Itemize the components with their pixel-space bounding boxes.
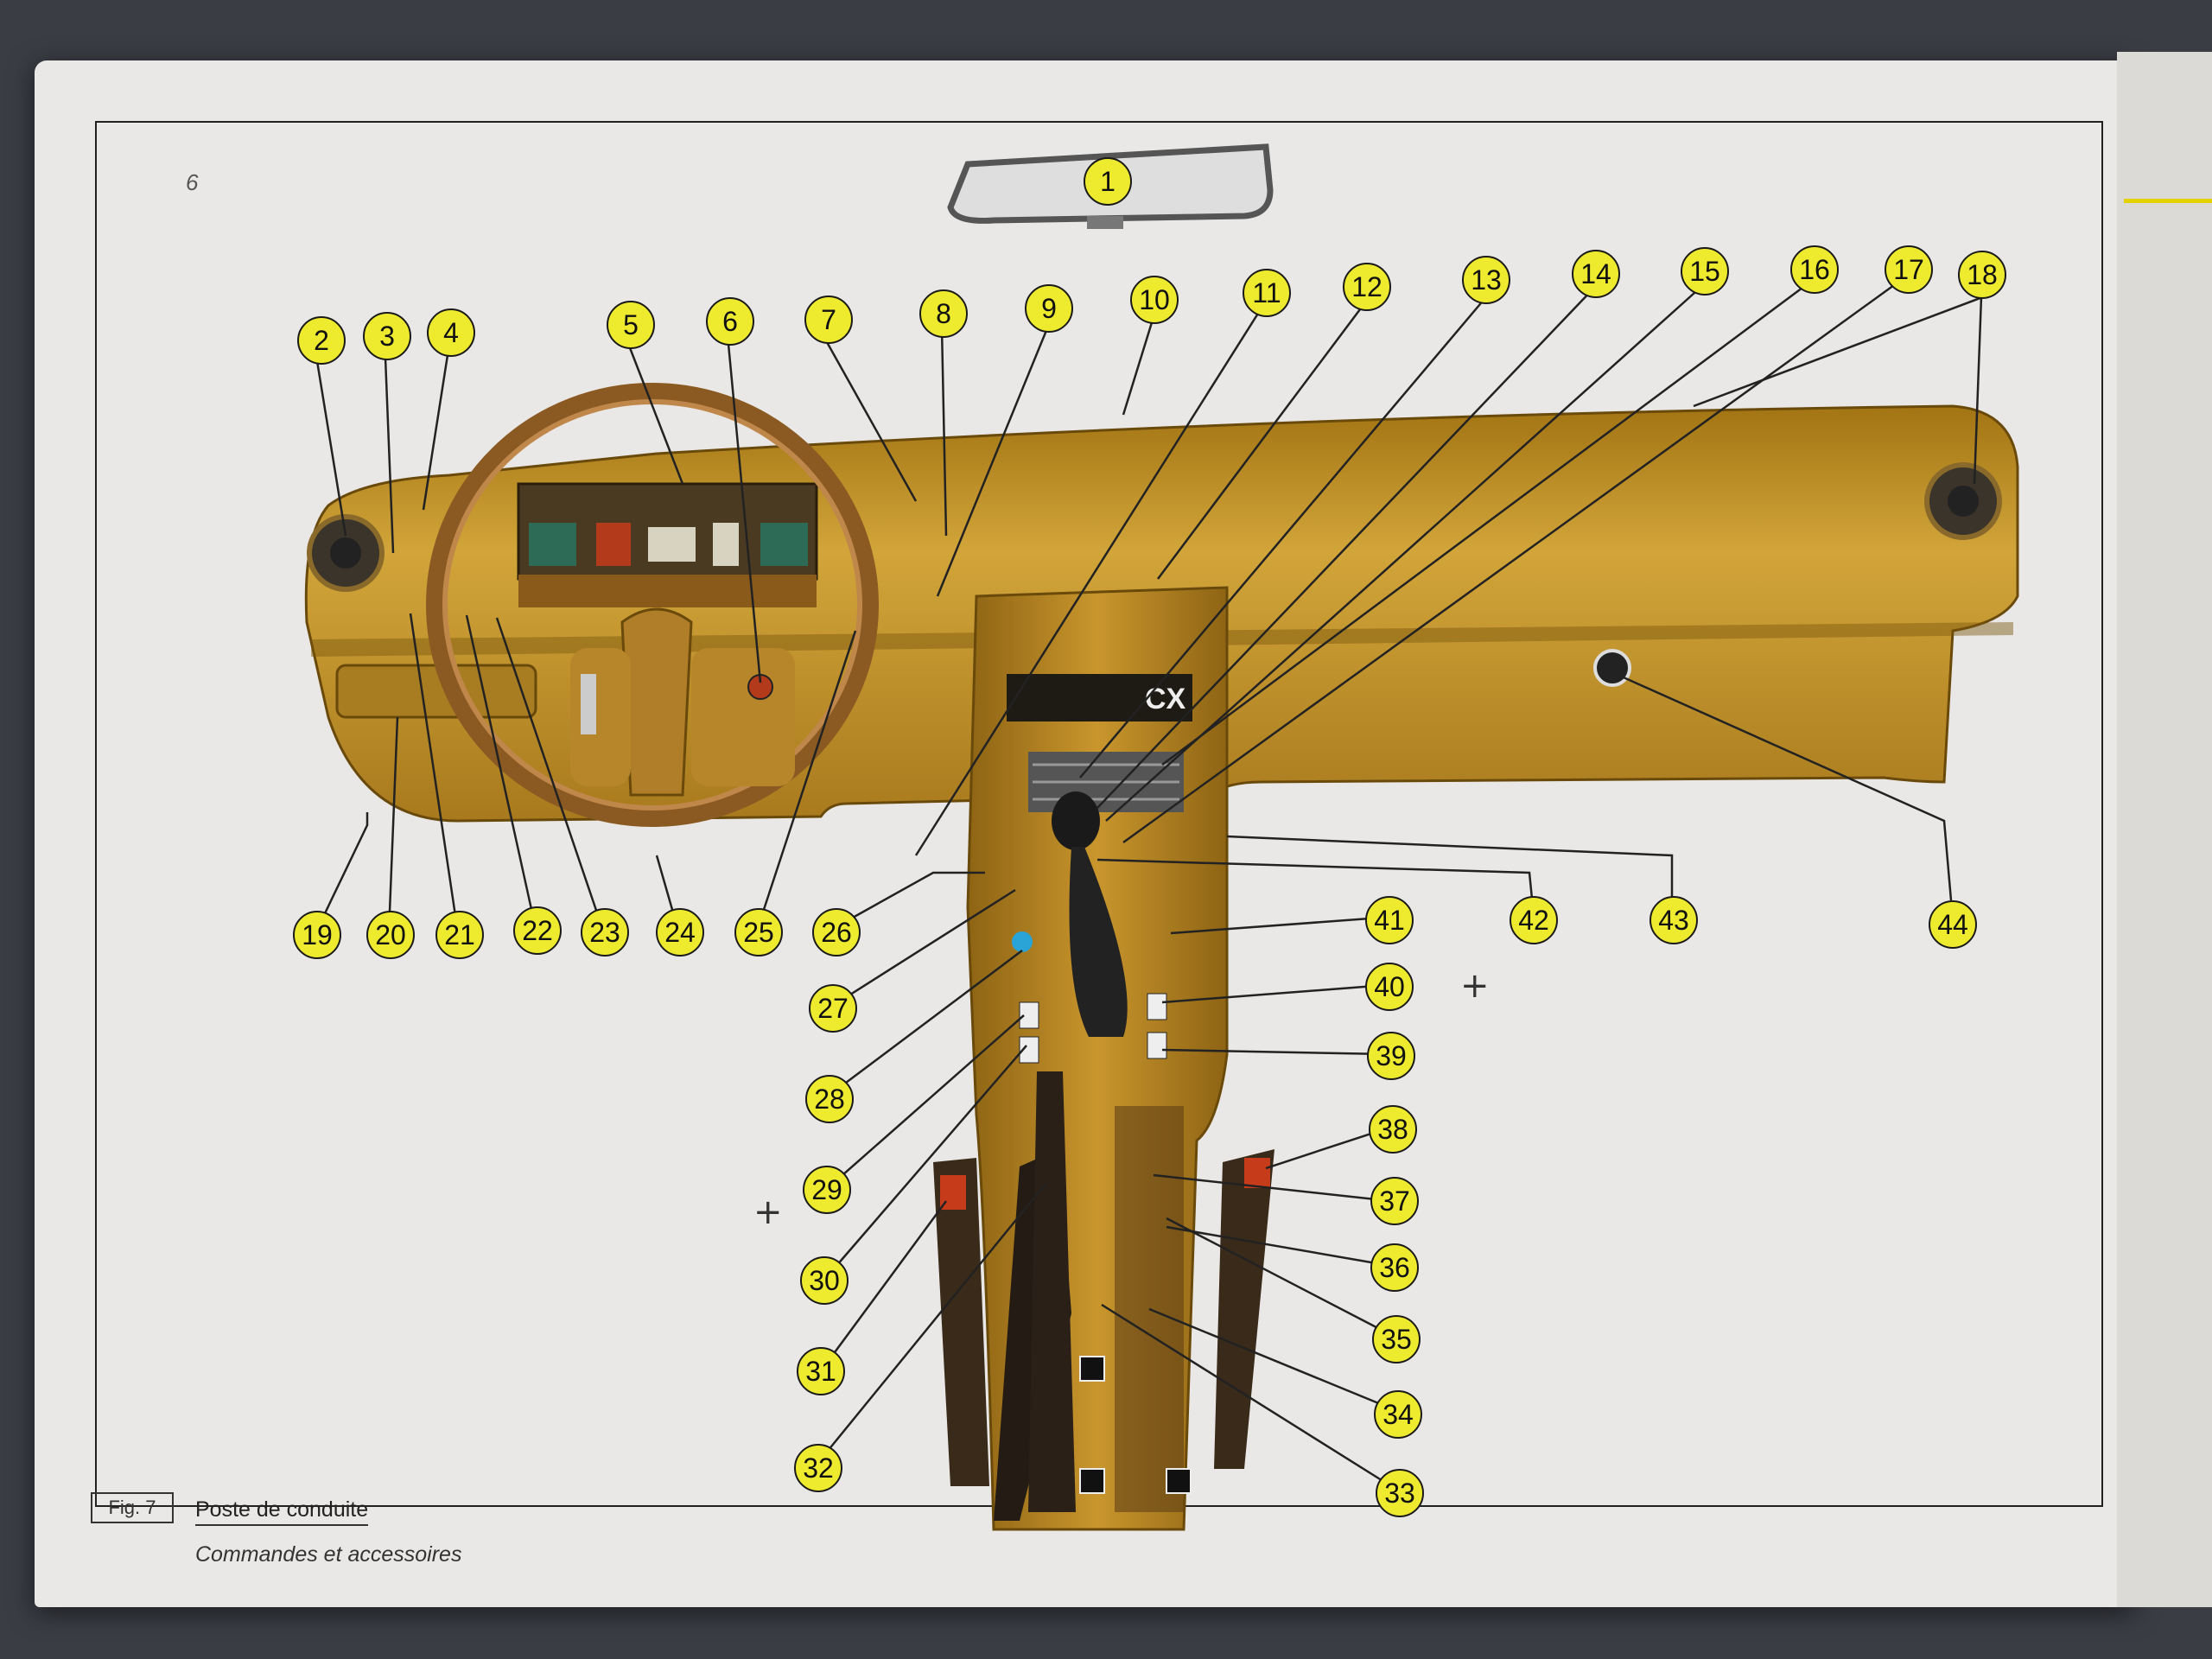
pen-mark: + <box>1460 966 1490 1006</box>
callout-37: 37 <box>1370 1177 1419 1225</box>
callout-14: 14 <box>1572 250 1620 298</box>
callout-35: 35 <box>1372 1315 1421 1363</box>
callout-28: 28 <box>805 1075 854 1123</box>
callout-34: 34 <box>1374 1390 1422 1439</box>
figure-label: Fig. 7 <box>91 1492 174 1523</box>
next-page-edge <box>2117 52 2212 1607</box>
callout-13: 13 <box>1462 256 1510 304</box>
callout-44: 44 <box>1929 900 1977 949</box>
callout-30: 30 <box>800 1256 849 1305</box>
callout-5: 5 <box>607 301 655 349</box>
callout-9: 9 <box>1025 284 1073 333</box>
floor-levers <box>933 1071 1274 1521</box>
callout-11: 11 <box>1243 269 1291 317</box>
callout-29: 29 <box>803 1166 851 1214</box>
callout-33: 33 <box>1376 1469 1424 1517</box>
page-number: 6 <box>186 169 199 195</box>
callout-38: 38 <box>1369 1105 1417 1154</box>
callout-25: 25 <box>734 908 783 957</box>
callout-32: 32 <box>794 1444 842 1492</box>
callout-15: 15 <box>1681 247 1729 296</box>
pen-mark: + <box>753 1192 783 1232</box>
callout-21: 21 <box>435 911 484 959</box>
callout-39: 39 <box>1367 1032 1415 1080</box>
callout-7: 7 <box>804 296 853 344</box>
callout-17: 17 <box>1885 245 1933 294</box>
cx-badge: CX <box>1145 683 1186 715</box>
callout-40: 40 <box>1365 963 1414 1011</box>
steering-wheel <box>426 383 879 827</box>
callout-42: 42 <box>1510 896 1558 944</box>
callout-31: 31 <box>797 1347 845 1395</box>
callout-16: 16 <box>1790 245 1839 294</box>
caption-title: Poste de conduite <box>195 1497 369 1526</box>
callout-2: 2 <box>297 316 346 365</box>
caption-subtitle: Commandes et accessoires <box>195 1542 462 1567</box>
callout-22: 22 <box>513 906 562 955</box>
callout-1: 1 <box>1084 157 1132 206</box>
callout-41: 41 <box>1365 896 1414 944</box>
callout-10: 10 <box>1130 276 1179 324</box>
callout-24: 24 <box>656 908 704 957</box>
callout-23: 23 <box>581 908 629 957</box>
callout-20: 20 <box>366 911 415 959</box>
callout-12: 12 <box>1343 263 1391 311</box>
leader-lines <box>314 283 1986 1488</box>
callout-27: 27 <box>809 984 857 1033</box>
callout-43: 43 <box>1649 896 1698 944</box>
callout-4: 4 <box>427 308 475 357</box>
callout-19: 19 <box>293 911 341 959</box>
callout-36: 36 <box>1370 1243 1419 1292</box>
yellow-rule <box>2124 199 2212 203</box>
callout-18: 18 <box>1958 251 2006 299</box>
instrument-cluster <box>517 482 818 607</box>
callout-3: 3 <box>363 312 411 360</box>
callout-6: 6 <box>706 297 754 346</box>
callout-8: 8 <box>919 289 968 338</box>
callout-26: 26 <box>812 908 861 957</box>
